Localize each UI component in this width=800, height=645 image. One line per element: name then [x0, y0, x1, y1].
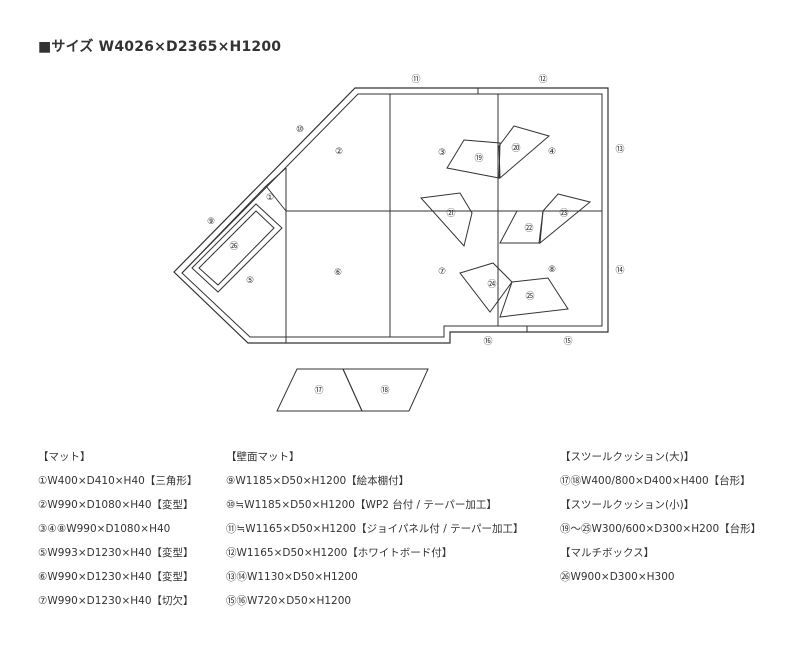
spec-line: 【マット】 [38, 451, 91, 463]
outer-walls [173, 87, 609, 344]
spec-line: ㉖W900×D300×H300 [560, 571, 675, 583]
label-22: ㉒ [524, 223, 533, 234]
label-11: ⑪ [411, 74, 420, 85]
number-labels: ① ② ③ ④ ⑤ ⑥ ⑦ ⑧ ⑨ ⑩ ⑪ ⑫ ⑬ ⑭ ⑮ ⑯ ⑰ ⑱ ⑲ ⑳ … [207, 74, 625, 396]
spec-column-wall-mats: 【壁面マット】 ⑨W1185×D50×H1200【絵本棚付】 ⑩≒W1185×D… [226, 445, 523, 613]
spec-line: ⑬⑭W1130×D50×H1200 [226, 571, 358, 583]
spec-line: ①W400×D410×H40【三角形】 [38, 475, 198, 487]
label-18: ⑱ [380, 385, 389, 396]
label-15: ⑮ [563, 336, 572, 347]
spec-line: ⑩≒W1185×D50×H1200【WP2 台付 / テーパー加工】 [226, 499, 497, 511]
label-26: ㉖ [229, 241, 238, 252]
spec-line: ⑦W990×D1230×H40【切欠】 [38, 595, 194, 607]
spec-column-mats: 【マット】 ①W400×D410×H40【三角形】 ②W990×D1080×H4… [38, 445, 197, 613]
label-8: ⑧ [548, 265, 556, 275]
label-10: ⑩ [296, 125, 304, 135]
spec-line: 【マルチボックス】 [560, 547, 655, 559]
floor-plan-diagram: ① ② ③ ④ ⑤ ⑥ ⑦ ⑧ ⑨ ⑩ ⑪ ⑫ ⑬ ⑭ ⑮ ⑯ ⑰ ⑱ ⑲ ⑳ … [173, 74, 625, 412]
label-4: ④ [548, 147, 556, 157]
multi-box-26 [191, 203, 283, 293]
label-17: ⑰ [314, 385, 323, 396]
label-12: ⑫ [538, 74, 547, 85]
large-stools [276, 368, 429, 412]
spec-line: ⑮⑯W720×D50×H1200 [226, 595, 352, 607]
label-3: ③ [438, 148, 446, 158]
label-14: ⑭ [615, 265, 624, 276]
label-13: ⑬ [615, 144, 624, 155]
label-23: ㉓ [559, 208, 568, 219]
label-1: ① [266, 193, 274, 203]
label-19: ⑲ [474, 153, 483, 164]
small-stools [419, 125, 592, 318]
label-24: ㉔ [487, 279, 496, 290]
mat-grid-lines [181, 88, 602, 343]
spec-line: ③④⑧W990×D1080×H40 [38, 523, 171, 535]
spec-line: ⑫W1165×D50×H1200【ホワイトボード付】 [226, 547, 453, 559]
label-2: ② [335, 147, 343, 157]
label-25: ㉕ [525, 291, 534, 302]
label-6: ⑥ [334, 268, 342, 278]
spec-line: ⑥W990×D1230×H40【変型】 [38, 571, 194, 583]
label-20: ⑳ [511, 143, 520, 154]
spec-line: ⑲～㉕W300/600×D300×H200【台形】 [560, 523, 762, 535]
spec-line: 【壁面マット】 [226, 451, 300, 463]
spec-line: 【スツールクッション(大)】 [560, 451, 695, 463]
spec-column-stools-box: 【スツールクッション(大)】 ⑰⑱W400/800×D400×H400【台形】 … [560, 445, 761, 589]
page-title: ■サイズ W4026×D2365×H1200 [38, 39, 282, 55]
label-7: ⑦ [438, 267, 446, 277]
spec-line: ⑪≒W1165×D50×H1200【ジョイパネル付 / テーパー加工】 [226, 523, 524, 535]
spec-line: ⑰⑱W400/800×D400×H400【台形】 [560, 475, 751, 487]
spec-line: ⑨W1185×D50×H1200【絵本棚付】 [226, 475, 410, 487]
label-21: ㉑ [446, 208, 455, 219]
label-9: ⑨ [207, 217, 215, 227]
spec-line: 【スツールクッション(小)】 [560, 499, 695, 511]
spec-line: ⑤W993×D1230×H40【変型】 [38, 547, 194, 559]
spec-line: ②W990×D1080×H40【変型】 [38, 499, 194, 511]
label-5: ⑤ [246, 276, 254, 286]
label-16: ⑯ [483, 336, 492, 347]
